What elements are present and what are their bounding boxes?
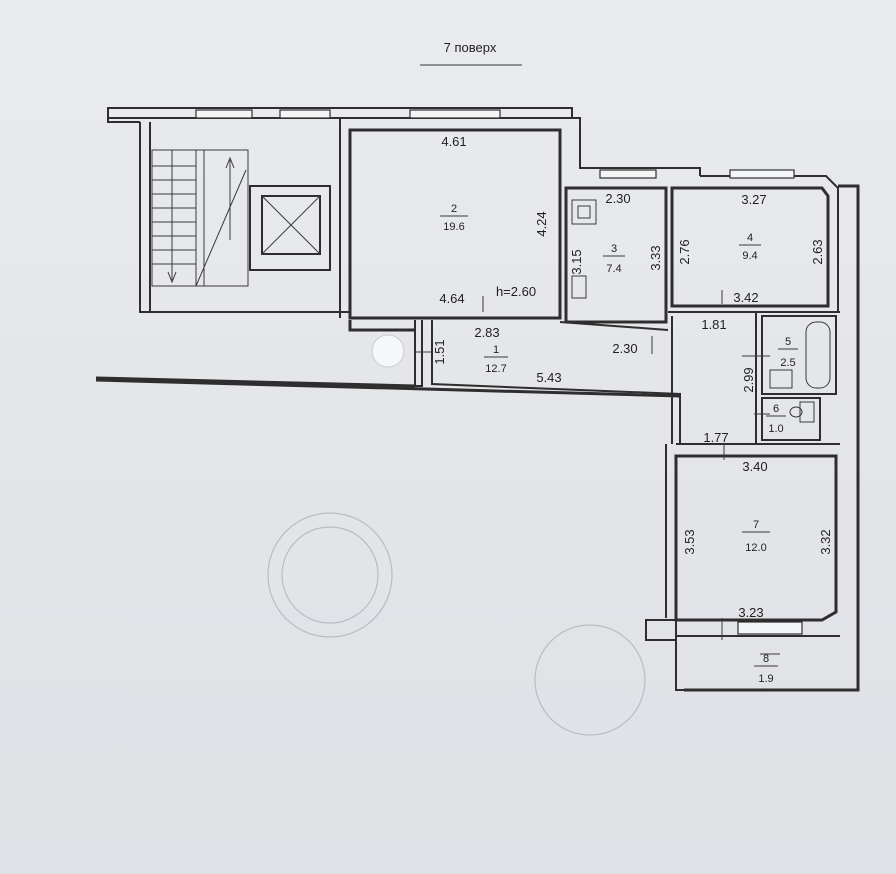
- svg-text:19.6: 19.6: [443, 221, 464, 233]
- room-7-label: 7 12.0: [742, 519, 770, 554]
- dim-r3-bottom: 2.30: [612, 341, 637, 356]
- svg-text:12.7: 12.7: [485, 363, 506, 375]
- room-4-label: 4 9.4: [739, 232, 761, 262]
- svg-text:1.9: 1.9: [758, 673, 773, 685]
- room-8-label: 8 1.9: [754, 653, 778, 685]
- dim-r2-bottom: 4.64: [439, 291, 464, 306]
- dim-r7-right: 3.32: [818, 529, 833, 554]
- bathtub-icon: [769, 321, 831, 389]
- walls: [95, 107, 860, 692]
- svg-text:5: 5: [785, 336, 791, 348]
- dim-r1-top: 2.83: [474, 325, 499, 340]
- dim-r7-top: 3.40: [742, 459, 767, 474]
- staircase: [151, 149, 249, 287]
- svg-text:2.5: 2.5: [780, 357, 795, 369]
- dimension-ticks: [416, 290, 780, 655]
- svg-text:9.4: 9.4: [742, 250, 757, 262]
- dim-r7-bottom: 3.23: [738, 605, 763, 620]
- ceiling-height: h=2.60: [496, 284, 536, 299]
- stove-icon: [571, 199, 597, 299]
- svg-text:7.4: 7.4: [606, 263, 621, 275]
- svg-text:6: 6: [773, 403, 779, 415]
- dim-r3-top: 2.30: [605, 191, 630, 206]
- dim-r7-left: 3.53: [682, 529, 697, 554]
- room-3-label: 3 7.4: [603, 243, 625, 275]
- dim-r2-right: 4.24: [534, 211, 549, 236]
- svg-text:2: 2: [451, 203, 457, 215]
- dim-r1-length: 5.43: [536, 370, 561, 385]
- dim-r2-top: 4.61: [441, 134, 466, 149]
- toilet-icon: [789, 401, 815, 423]
- svg-text:4: 4: [747, 232, 753, 244]
- faint-stamp: [267, 512, 646, 736]
- dim-hall-bottom: 1.77: [703, 430, 728, 445]
- svg-text:1: 1: [493, 344, 499, 356]
- dim-hall-left: 2.99: [741, 367, 756, 392]
- elevator-shaft: [249, 185, 331, 271]
- svg-text:1.0: 1.0: [768, 423, 783, 435]
- windows: [195, 109, 803, 635]
- svg-text:8: 8: [763, 653, 769, 665]
- dim-hall-top: 1.81: [701, 317, 726, 332]
- room-5-label: 5 2.5: [778, 336, 798, 369]
- svg-text:3: 3: [611, 243, 617, 255]
- room-1-label: 1 12.7: [484, 344, 508, 375]
- svg-text:12.0: 12.0: [745, 542, 766, 554]
- dim-r4-left: 2.76: [677, 239, 692, 264]
- room-2-label: 2 19.6: [440, 203, 468, 233]
- dim-r1-left: 1.51: [432, 339, 447, 364]
- dim-r3-right: 3.33: [648, 245, 663, 270]
- dim-r3-left: 3.15: [569, 249, 584, 274]
- floor-title: 7 поверх: [444, 40, 497, 55]
- dim-r4-top: 3.27: [741, 192, 766, 207]
- round-marker: [371, 334, 405, 368]
- dimension-labels: 4.61 4.24 4.64 h=2.60 2.30 3.15 3.33 2.3…: [432, 134, 833, 620]
- room-6-label: 6 1.0: [766, 403, 786, 435]
- svg-text:7: 7: [753, 519, 759, 531]
- dim-r4-bottom: 3.42: [733, 290, 758, 305]
- dim-r4-right: 2.63: [810, 239, 825, 264]
